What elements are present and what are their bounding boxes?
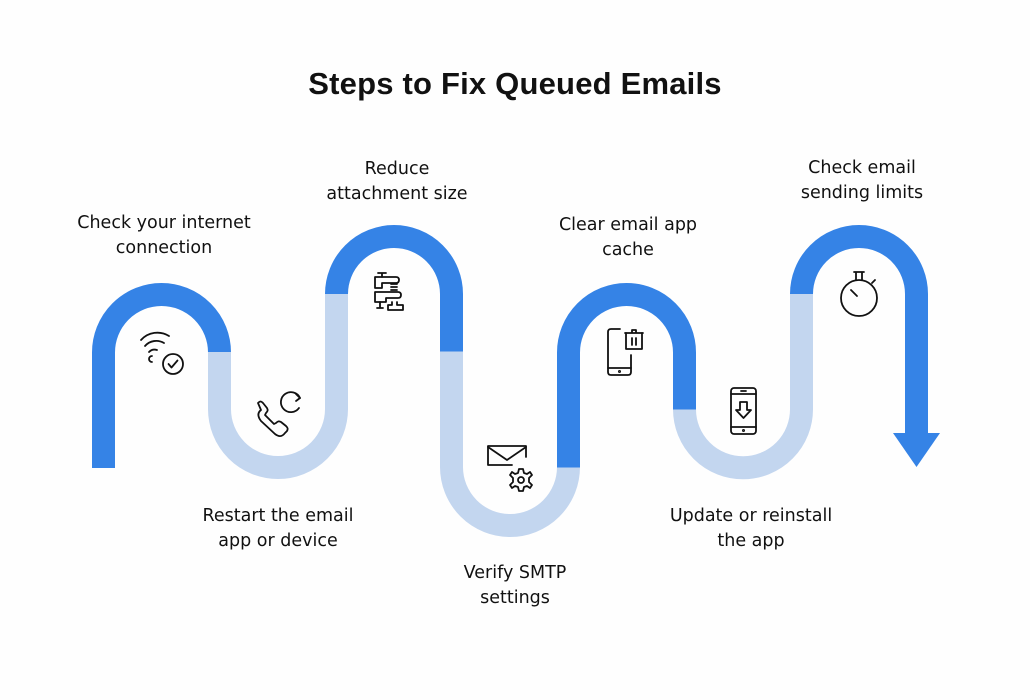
path-segment-inactive	[673, 293, 814, 480]
step-label-line: Clear email app	[558, 215, 698, 235]
phone-trash-icon	[607, 328, 644, 376]
step-label-line: Reduce	[364, 159, 430, 179]
path-segment-active	[790, 225, 928, 434]
path-segment-active	[557, 283, 696, 468]
clamp-compress-icon	[374, 272, 404, 311]
path-segment-active	[92, 283, 231, 468]
step-label: Verify SMTP settings	[395, 561, 635, 611]
step-label-line: Check your internet	[77, 213, 251, 233]
step-label: Clear email app cache	[508, 213, 748, 263]
mail-gear-icon	[487, 445, 533, 492]
page-title: Steps to Fix Queued Emails	[308, 66, 722, 101]
step-label-line: connection	[115, 238, 213, 258]
path-segment-active	[325, 225, 463, 352]
step-label-line: attachment size	[326, 184, 468, 204]
phone-restart-icon	[257, 391, 301, 438]
step-label-line: settings	[480, 588, 550, 608]
step-label-line: sending limits	[800, 183, 924, 203]
stopwatch-icon	[840, 271, 878, 317]
step-label-line: Update or reinstall	[669, 506, 833, 526]
step-label: Update or reinstall the app	[631, 504, 871, 554]
step-label: Restart the email app or device	[158, 504, 398, 554]
phone-download-icon	[730, 387, 757, 435]
wifi-check-icon	[140, 331, 184, 375]
arrow-head	[893, 433, 940, 467]
step-label-line: Restart the email	[202, 506, 354, 526]
step-label-line: cache	[602, 240, 654, 260]
step-label: Check your internet connection	[44, 211, 284, 261]
step-label-line: the app	[717, 531, 785, 551]
path-segment-inactive	[440, 351, 580, 537]
path-segment-inactive	[208, 293, 348, 479]
step-label: Check email sending limits	[742, 156, 982, 206]
step-label: Reduce attachment size	[277, 157, 517, 207]
step-label-line: Verify SMTP	[463, 563, 567, 583]
step-label-line: app or device	[218, 531, 338, 551]
step-label-line: Check email	[808, 158, 916, 178]
